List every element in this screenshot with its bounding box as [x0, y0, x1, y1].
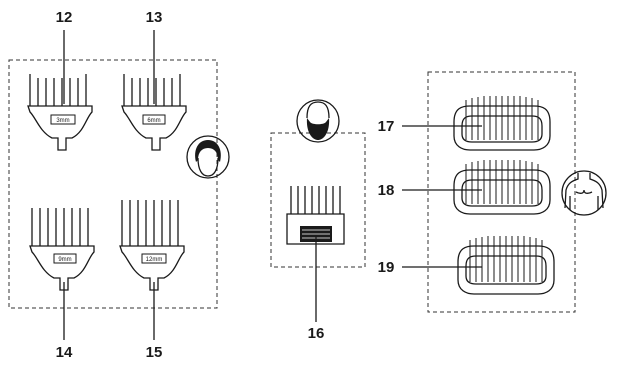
- body-comb-17: [453, 96, 551, 151]
- body-combs-group: [427, 71, 576, 313]
- head-icon: [186, 135, 230, 179]
- comb-3mm: 3mm: [27, 74, 93, 151]
- comb-9mm: 9mm: [29, 208, 95, 291]
- comb-size-label: 12mm: [146, 257, 163, 263]
- body-comb-18: [453, 160, 551, 215]
- callout-14: 14: [56, 344, 73, 361]
- beard-comb-group: [270, 132, 366, 268]
- callout-15: 15: [146, 344, 163, 361]
- comb-size-label: 9mm: [58, 257, 71, 263]
- hair-combs-group: [8, 59, 218, 309]
- callout-12: 12: [56, 9, 73, 26]
- beard-icon: [296, 99, 340, 143]
- comb-size-label: 3mm: [56, 118, 69, 124]
- callout-18: 18: [378, 182, 395, 199]
- beard-comb: [286, 186, 345, 245]
- comb-6mm: 6mm: [121, 74, 187, 151]
- callout-16: 16: [308, 325, 325, 342]
- callout-19: 19: [378, 259, 395, 276]
- leader-lines: [63, 30, 482, 340]
- body-icon: [561, 170, 607, 216]
- comb-size-label: 6mm: [147, 118, 160, 124]
- callout-17: 17: [378, 118, 395, 135]
- callout-13: 13: [146, 9, 163, 26]
- body-comb-19: [457, 236, 555, 295]
- comb-12mm: 12mm: [119, 200, 185, 291]
